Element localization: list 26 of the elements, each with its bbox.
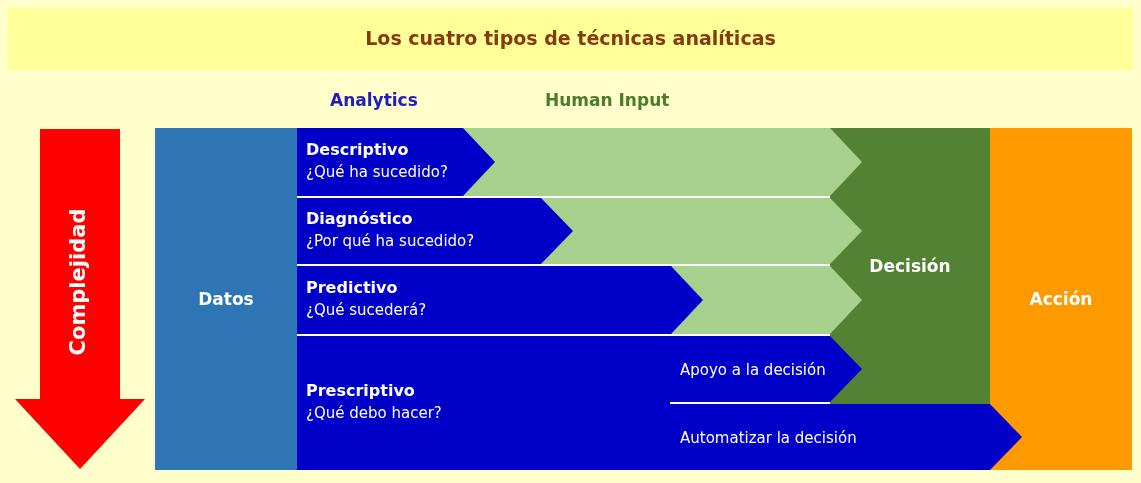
analytics-step <box>297 198 573 264</box>
node-label: Acción <box>1029 289 1093 309</box>
node-label: Apoyo a la decisión <box>680 360 826 379</box>
action-block <box>990 128 1132 470</box>
heading-text: Prescriptivo <box>306 381 415 400</box>
heading-text: Diagnóstico <box>306 209 413 228</box>
heading-text: Descriptivo <box>306 140 409 159</box>
decision-support-step <box>670 336 862 402</box>
body-text: ¿Qué sucederá? <box>306 301 427 319</box>
node-label: Datos <box>198 289 254 309</box>
node-label: Decisión <box>869 256 951 276</box>
column-heading: Human Input <box>545 90 670 110</box>
analytics-block <box>297 336 670 470</box>
node-label: Automatizar la decisión <box>680 428 857 447</box>
analytics-step <box>297 128 495 196</box>
decision-block <box>830 128 990 404</box>
automation-step <box>670 404 1022 470</box>
column-heading: Analytics <box>330 90 418 110</box>
body-text: ¿Por qué ha sucedido? <box>306 232 475 250</box>
body-text: ¿Qué debo hacer? <box>306 404 442 422</box>
diagram-title: Los cuatro tipos de técnicas analíticas <box>364 27 777 49</box>
data-block <box>155 128 297 470</box>
body-text: ¿Qué ha sucedido? <box>306 163 448 181</box>
analytics-step <box>297 266 703 334</box>
arrow-label: Complejidad <box>66 208 90 356</box>
heading-text: Predictivo <box>306 278 398 297</box>
